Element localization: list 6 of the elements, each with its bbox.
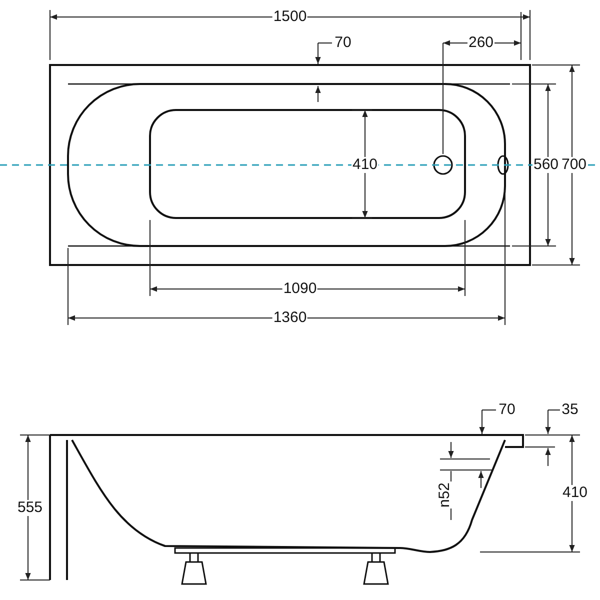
dimension-label: 555 <box>16 500 44 516</box>
dimension-label: 560 <box>532 157 560 173</box>
dimension-label: 410 <box>561 485 589 501</box>
dimension-label: 700 <box>560 157 588 173</box>
dimension-label: n52 <box>437 481 453 509</box>
dimension-label: 410 <box>351 157 379 173</box>
